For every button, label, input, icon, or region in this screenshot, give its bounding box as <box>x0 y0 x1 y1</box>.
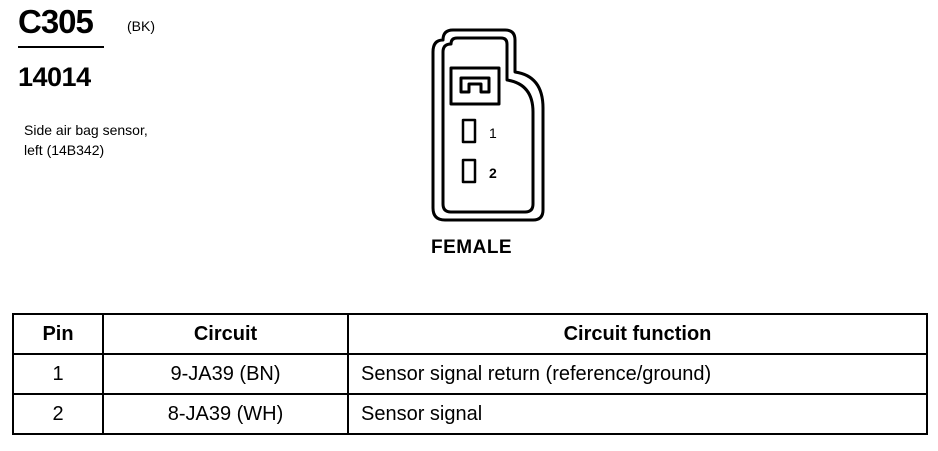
connector-latch <box>449 66 501 106</box>
connector-description: Side air bag sensor, left (14B342) <box>24 120 148 160</box>
connector-outer-shell <box>431 28 545 222</box>
header-circuit-function: Circuit function <box>347 313 928 355</box>
pin-2-cavity <box>461 158 477 184</box>
header-pin: Pin <box>12 313 104 355</box>
cell-circuit: 8-JA39 (WH) <box>102 393 349 435</box>
cell-circuit-function: Sensor signal return (reference/ground) <box>347 353 928 395</box>
pin-2-label: 2 <box>489 165 497 181</box>
cell-circuit-function: Sensor signal <box>347 393 928 435</box>
cell-circuit: 9-JA39 (BN) <box>102 353 349 395</box>
connector-id: C305 <box>18 3 94 40</box>
pin-1-label: 1 <box>489 125 497 141</box>
header-circuit: Circuit <box>102 313 349 355</box>
table-row: 1 9-JA39 (BN) Sensor signal return (refe… <box>12 353 928 395</box>
table-header-row: Pin Circuit Circuit function <box>12 313 928 355</box>
connector-face-diagram: 1 2 <box>431 28 545 222</box>
pin-1-cavity <box>461 118 477 144</box>
connector-gender-label: FEMALE <box>431 237 513 258</box>
connector-inner-shell <box>441 36 535 214</box>
connector-id-underline <box>18 46 104 48</box>
pin-table: Pin Circuit Circuit function 1 9-JA39 (B… <box>12 313 928 435</box>
cell-pin: 1 <box>12 353 104 395</box>
table-row: 2 8-JA39 (WH) Sensor signal <box>12 393 928 435</box>
cell-pin: 2 <box>12 393 104 435</box>
description-line-1: Side air bag sensor, <box>24 122 148 138</box>
part-number: 14014 <box>18 62 91 92</box>
connector-color-code: (BK) <box>127 18 155 34</box>
connector-latch-tab <box>459 76 491 94</box>
description-line-2: left (14B342) <box>24 142 105 158</box>
